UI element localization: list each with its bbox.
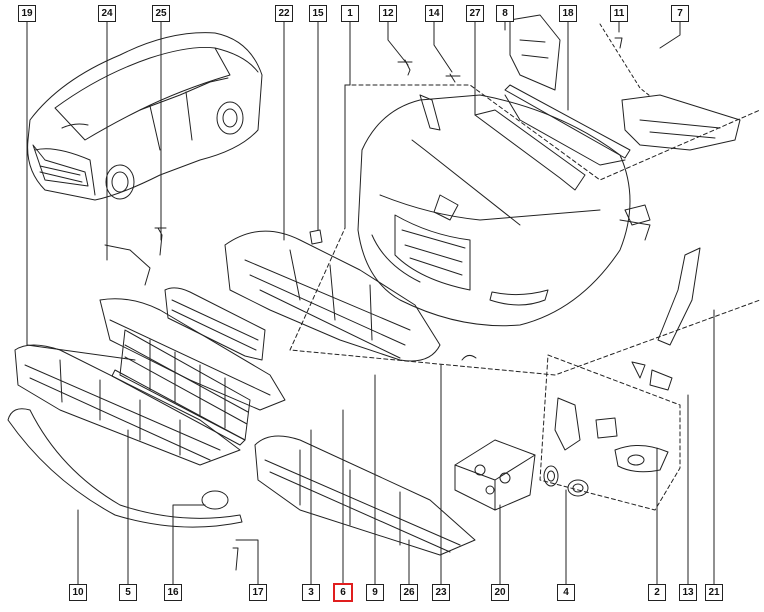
callout-20[interactable]: 20 bbox=[491, 584, 509, 601]
bumper-support-beam bbox=[224, 230, 441, 362]
lower-spoiler bbox=[254, 435, 476, 556]
callout-11[interactable]: 11 bbox=[610, 5, 628, 22]
fog-lamp-trim bbox=[554, 397, 669, 473]
leader-lines bbox=[26, 19, 761, 511]
callout-23[interactable]: 23 bbox=[432, 584, 450, 601]
callout-7[interactable]: 7 bbox=[671, 5, 689, 22]
callout-24[interactable]: 24 bbox=[98, 5, 116, 22]
callout-12[interactable]: 12 bbox=[379, 5, 397, 22]
callout-16[interactable]: 16 bbox=[164, 584, 182, 601]
fog-lamp-ring bbox=[543, 465, 589, 497]
callout-2[interactable]: 2 bbox=[648, 584, 666, 601]
fastener-kit bbox=[454, 439, 536, 511]
callout-10[interactable]: 10 bbox=[69, 584, 87, 601]
callout-18[interactable]: 18 bbox=[559, 5, 577, 22]
side-bracket bbox=[657, 247, 701, 346]
clips-and-fasteners bbox=[104, 37, 651, 571]
callout-21[interactable]: 21 bbox=[705, 584, 723, 601]
callout-8[interactable]: 8 bbox=[496, 5, 514, 22]
callout-25[interactable]: 25 bbox=[152, 5, 170, 22]
callout-26[interactable]: 26 bbox=[400, 584, 418, 601]
callout-14[interactable]: 14 bbox=[425, 5, 443, 22]
spoiler-panel bbox=[14, 344, 241, 466]
callout-19[interactable]: 19 bbox=[18, 5, 36, 22]
upper-grille bbox=[164, 287, 266, 361]
energy-absorber bbox=[99, 298, 286, 411]
callout-9[interactable]: 9 bbox=[366, 584, 384, 601]
callout-15[interactable]: 15 bbox=[309, 5, 327, 22]
bumper-bracket bbox=[474, 14, 741, 191]
callout-3[interactable]: 3 bbox=[302, 584, 320, 601]
lip-strip bbox=[7, 408, 243, 528]
callout-27[interactable]: 27 bbox=[466, 5, 484, 22]
lower-grille-trim bbox=[111, 369, 246, 446]
callout-5[interactable]: 5 bbox=[119, 584, 137, 601]
tow-eye-cover bbox=[201, 490, 229, 510]
car-illustration bbox=[27, 32, 263, 201]
callout-22[interactable]: 22 bbox=[275, 5, 293, 22]
callout-6-selected[interactable]: 6 bbox=[333, 583, 353, 602]
fog-lamp-bracket bbox=[595, 361, 673, 439]
callout-13[interactable]: 13 bbox=[679, 584, 697, 601]
callout-17[interactable]: 17 bbox=[249, 584, 267, 601]
front-bumper bbox=[357, 94, 651, 327]
callout-1[interactable]: 1 bbox=[341, 5, 359, 22]
callout-4[interactable]: 4 bbox=[557, 584, 575, 601]
